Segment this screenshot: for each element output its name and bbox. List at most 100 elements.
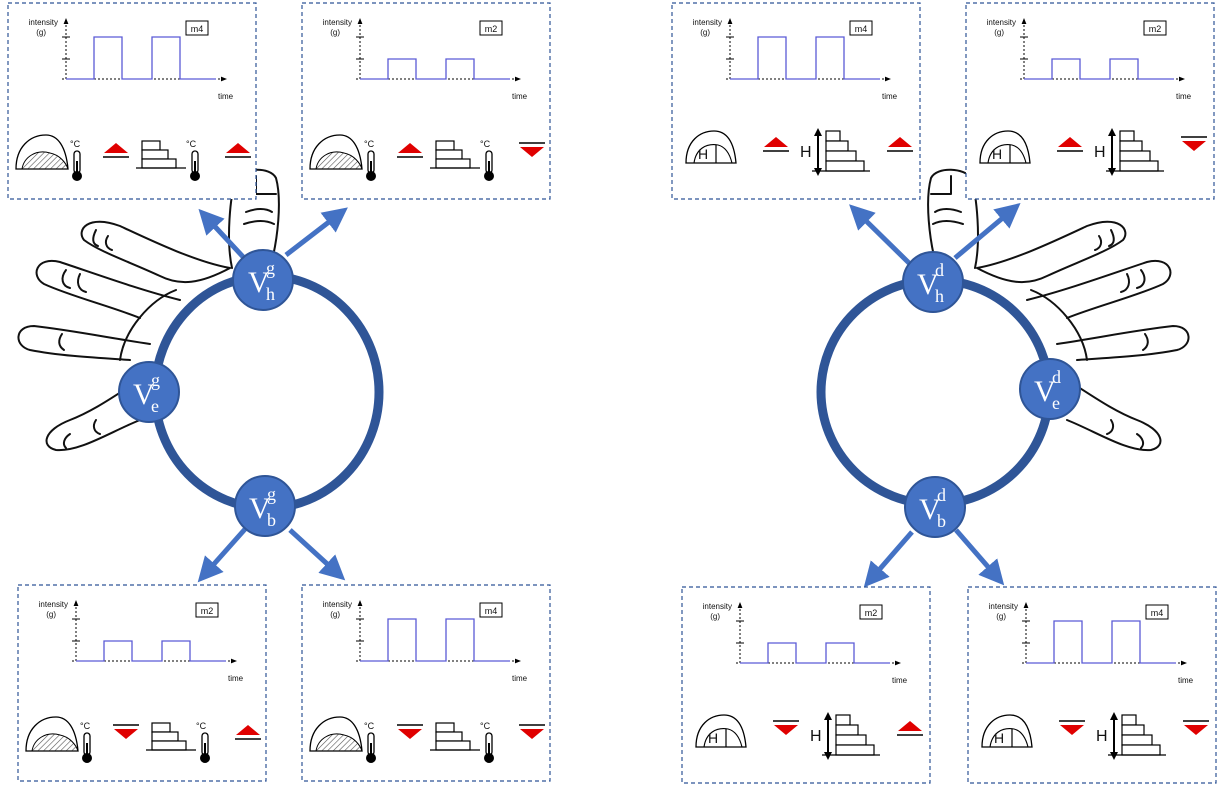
thermometer-icon	[200, 732, 210, 763]
y-axis-label: intensity	[987, 18, 1016, 27]
height-dome-icon: H	[685, 130, 737, 164]
svg-text:e: e	[151, 396, 159, 416]
stairs-icon	[822, 714, 880, 756]
left-hand-sketch	[17, 168, 280, 452]
svg-text:g: g	[266, 258, 275, 278]
svg-text:g: g	[151, 370, 160, 390]
height-stairs-icon: H	[1096, 712, 1166, 760]
mode-box	[479, 20, 503, 36]
increase-indicator-icon	[1057, 137, 1083, 152]
height-stairs-icon: H	[1094, 128, 1164, 176]
mode-label: m4	[855, 24, 868, 34]
decrease-indicator-icon	[1181, 136, 1207, 151]
x-axis-label: time	[218, 92, 234, 101]
mode-label: m4	[485, 606, 498, 616]
mode-box	[479, 602, 503, 618]
y-axis-unit: (g)	[46, 610, 56, 619]
svg-text:V: V	[249, 492, 271, 525]
arrow-left-bottom-right	[288, 528, 346, 581]
panel-border	[967, 586, 1217, 784]
mode-box	[849, 20, 873, 36]
thermometer-icon	[72, 150, 82, 181]
height-dome-icon: H	[979, 130, 1031, 164]
height-label: H	[800, 144, 812, 161]
node-right-b: V d b	[904, 476, 966, 538]
svg-text:d: d	[935, 260, 944, 280]
height-dome-icon: H	[981, 714, 1033, 748]
svg-text:b: b	[267, 510, 276, 530]
pulse-signal	[360, 618, 510, 662]
left-ring	[150, 271, 384, 513]
right-ring	[816, 275, 1054, 509]
y-axis-unit: (g)	[710, 612, 720, 621]
node-left-h: V g h	[232, 249, 294, 311]
svg-text:h: h	[935, 286, 944, 306]
intensity-plot: intensity(g) time m2	[39, 600, 244, 683]
celsius-label: °C	[480, 139, 491, 149]
increase-indicator-icon	[103, 143, 129, 158]
arrow-right-top-left	[849, 204, 912, 266]
x-axis-label: time	[512, 674, 528, 683]
hot-dome-icon	[309, 716, 363, 752]
height-label: H	[1096, 728, 1108, 745]
pulse-signal	[360, 58, 510, 80]
mode-label: m2	[865, 608, 878, 618]
celsius-label: °C	[70, 139, 81, 149]
y-axis-unit: (g)	[700, 28, 710, 37]
right-hand-sketch	[927, 168, 1190, 452]
mode-box	[1143, 20, 1167, 36]
arrow-left-bottom-left	[197, 526, 248, 583]
pulse-signal	[76, 640, 226, 662]
y-axis-label: intensity	[323, 18, 352, 27]
panel-border	[681, 586, 931, 784]
svg-text:V: V	[919, 493, 941, 526]
celsius-label: °C	[364, 139, 375, 149]
height-stairs-icon: H	[810, 712, 880, 760]
node-left-b: V g b	[234, 475, 296, 537]
x-axis-label: time	[228, 674, 244, 683]
y-axis-label: intensity	[989, 602, 1018, 611]
pulse-signal	[730, 36, 880, 80]
y-axis-label: intensity	[29, 18, 58, 27]
arrows	[197, 202, 1021, 588]
arrow-right-top-right	[953, 202, 1021, 260]
increase-indicator-icon	[235, 725, 261, 740]
y-axis-label: intensity	[323, 600, 352, 609]
height-label: H	[994, 730, 1004, 746]
mode-box	[1145, 604, 1169, 620]
celsius-label: °C	[80, 721, 91, 731]
node-left-e: V g e	[118, 361, 180, 423]
decrease-indicator-icon	[397, 724, 423, 739]
node-right-e: V d e	[1019, 358, 1081, 420]
increase-indicator-icon	[225, 143, 251, 158]
panel-left-bottom-left: intensity(g) time m2 °C°C	[17, 584, 267, 782]
svg-text:d: d	[937, 485, 946, 505]
mode-label: m2	[201, 606, 214, 616]
height-label: H	[708, 730, 718, 746]
scenario-icons: °C°C	[25, 716, 261, 763]
thermometer-icon	[366, 732, 376, 763]
height-stairs-icon: H	[800, 128, 870, 176]
hot-dome-icon	[309, 134, 363, 170]
x-axis-label: time	[1178, 676, 1194, 685]
pulse-signal	[66, 36, 216, 80]
height-dome-icon: H	[695, 714, 747, 748]
y-axis-unit: (g)	[330, 28, 340, 37]
increase-indicator-icon	[397, 143, 423, 158]
height-label: H	[810, 728, 822, 745]
svg-text:V: V	[133, 378, 155, 411]
hot-dome-icon	[15, 134, 69, 170]
svg-text:h: h	[266, 284, 275, 304]
y-axis-label: intensity	[39, 600, 68, 609]
